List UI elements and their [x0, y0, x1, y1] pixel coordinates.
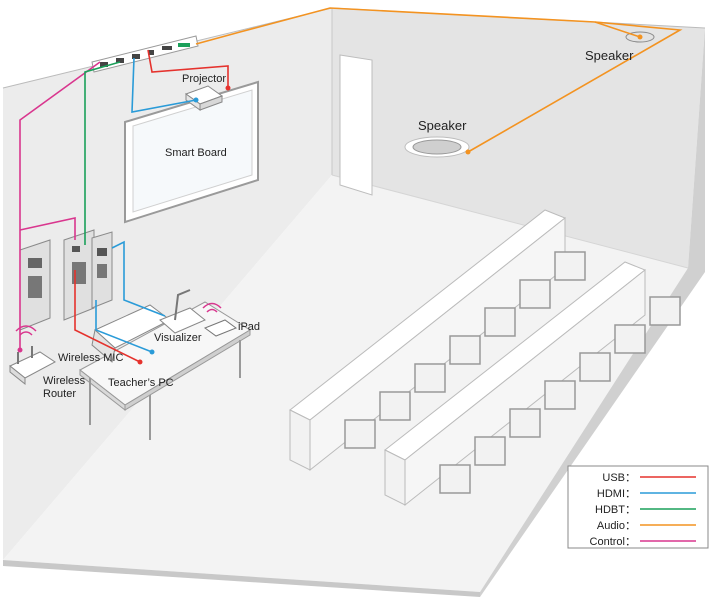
- cables: [19, 7, 683, 363]
- wall-plate-left: [19, 239, 51, 331]
- student-desk-row-2: [384, 261, 646, 507]
- legend-label-control: Control：: [590, 536, 636, 548]
- cable-endpoints: [17, 34, 643, 365]
- wifi-signal-icon: [15, 325, 37, 336]
- control-cable-plate: [19, 217, 76, 240]
- projector-label: Projector: [182, 73, 226, 85]
- wall-plate-center: [63, 229, 95, 321]
- student-desk-row-1: [289, 209, 566, 472]
- legend-label-hdbt: HDBT：: [595, 504, 636, 516]
- legend-label-hdmi: HDMI：: [597, 488, 636, 500]
- visualizer-label: Visualizer: [154, 332, 202, 344]
- wall-plate-right: [91, 231, 113, 309]
- back-wall: [332, 8, 705, 268]
- chairs-row-2: [439, 296, 681, 494]
- teachers-pc-label: Teacher’s PC: [108, 377, 174, 389]
- hdmi-cable-pc: [111, 240, 166, 317]
- ipad-signal-icon: [202, 302, 222, 313]
- control-cable-router: [19, 61, 101, 350]
- chairs-row-1: [344, 251, 586, 449]
- hdbt-cable: [84, 61, 121, 245]
- hdmi-cable-projector: [131, 57, 197, 113]
- wireless-router-label-line2: Router: [43, 388, 76, 400]
- wireless-mic-label: Wireless MIC: [58, 352, 123, 364]
- audio-cable-front: [467, 21, 683, 153]
- legend-label-usb: USB：: [602, 472, 636, 484]
- wireless-router-label-line1: Wireless: [43, 375, 86, 387]
- smart-board-label: Smart Board: [165, 147, 227, 159]
- speaker-back-label: Speaker: [585, 48, 634, 63]
- ipad-device: [203, 319, 238, 337]
- speaker-front: [404, 136, 470, 158]
- usb-cable-projector: [147, 49, 229, 88]
- legend-label-audio: Audio：: [597, 520, 636, 532]
- floor-front-edge: [3, 560, 480, 597]
- visualizer-device: [159, 289, 206, 334]
- audio-cable: [195, 7, 641, 45]
- speaker-front-label: Speaker: [418, 118, 467, 133]
- usb-cable-pc: [74, 270, 141, 363]
- legend-box: [567, 465, 709, 549]
- wireless-router-device: [9, 346, 56, 386]
- hdmi-cable-visualizer: [95, 300, 153, 353]
- legend: USB： HDMI： HDBT： Audio： Control：: [567, 465, 709, 549]
- ipad-label: iPad: [238, 321, 260, 333]
- door: [339, 54, 373, 196]
